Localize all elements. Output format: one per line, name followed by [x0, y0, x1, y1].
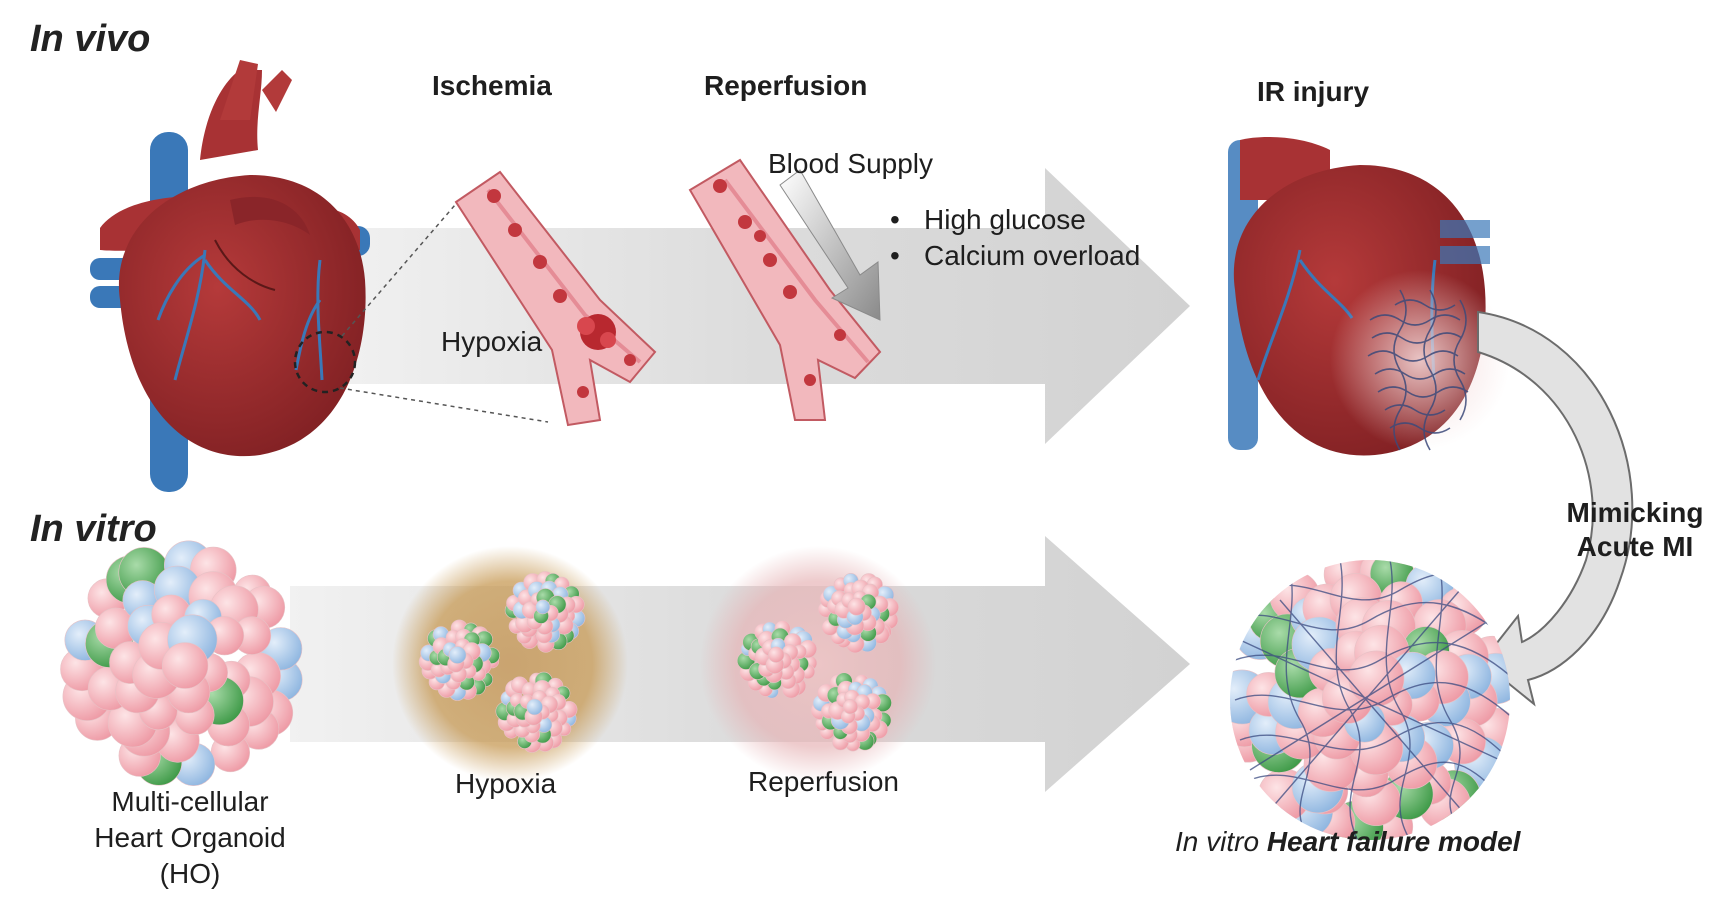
ischemia-vessel [454, 170, 657, 427]
mimicking-curved-arrow [1477, 310, 1634, 707]
model-label-bold: Heart failure model [1266, 826, 1521, 857]
heart-failure-model-label: In vitro Heart failure model [1175, 826, 1520, 858]
hypoxia-vessel-label: Hypoxia [441, 326, 543, 357]
mimicking-label: Mimicking Acute MI [1560, 496, 1710, 564]
hypoxia-condition [392, 546, 628, 782]
reperfusion-vessel [688, 158, 882, 421]
cell [535, 599, 551, 615]
cell [1348, 650, 1405, 707]
ischemia-label: Ischemia [432, 70, 552, 101]
organoid-label-line3: (HO) [159, 858, 221, 889]
bullet-text: High glucose [924, 204, 1086, 235]
cell [768, 646, 785, 663]
mimicking-label-line1: Mimicking [1566, 497, 1704, 528]
organoid-label-line2: Heart Organoid [94, 822, 286, 853]
heart-failure-organoid-illustration [1230, 560, 1510, 840]
mimicking-label-line2: Acute MI [1576, 531, 1694, 562]
heart-organoid-illustration [60, 540, 303, 786]
bullet-item: •High glucose [890, 204, 1086, 235]
cell [842, 698, 859, 715]
cell [161, 642, 209, 689]
bullet-text: Calcium overload [924, 240, 1141, 271]
ir-injury-label: IR injury [1257, 76, 1370, 107]
model-label-italic: In vitro [1175, 826, 1260, 857]
blood-supply-arrow [779, 169, 881, 321]
blood-supply-label: Blood Supply [768, 148, 934, 179]
reperfusion-header-label: Reperfusion [704, 70, 868, 101]
bullet-item: •Calcium overload [890, 240, 1141, 271]
cell [448, 646, 467, 664]
hypoxia-condition-label: Hypoxia [455, 768, 557, 799]
injured-heart-illustration [1228, 137, 1510, 456]
in-vitro-section-label: In vitro [30, 508, 157, 550]
cell [526, 698, 543, 716]
organoid-label: Multi-cellular Heart Organoid (HO) [70, 784, 310, 892]
reperfusion-condition-label: Reperfusion [748, 766, 899, 797]
in-vivo-section-label: In vivo [30, 18, 151, 60]
reperfusion-condition [700, 546, 936, 782]
heart-illustration [90, 60, 549, 492]
cell [847, 597, 866, 616]
organoid-label-line1: Multi-cellular [111, 786, 269, 817]
